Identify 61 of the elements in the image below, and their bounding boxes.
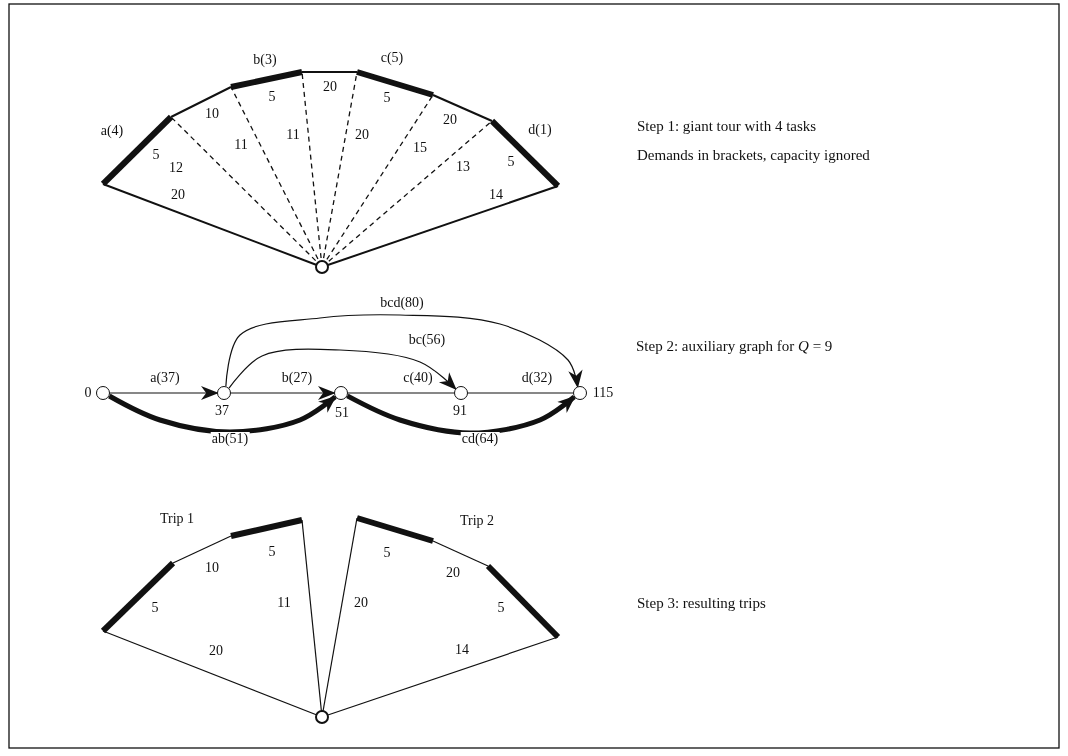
edge-label: cd(64) <box>460 432 500 446</box>
graph-node <box>573 386 587 400</box>
arrow <box>225 314 583 389</box>
trip-label: Trip 2 <box>459 514 495 528</box>
cost-label: 20 <box>323 80 337 94</box>
node-value-label: 115 <box>592 386 614 400</box>
edge-label: c(40) <box>402 371 434 385</box>
task-label: c(5) <box>380 51 404 65</box>
cost-label: 12 <box>169 161 183 175</box>
cost-label: 14 <box>455 643 469 657</box>
arrow <box>346 393 576 436</box>
cost-label: 20 <box>355 128 369 142</box>
edge-label: bcd(80) <box>379 296 425 310</box>
task-label: a(4) <box>100 124 124 138</box>
task-label: d(1) <box>528 123 552 137</box>
edge-label: d(32) <box>520 371 554 385</box>
trip-label: Trip 1 <box>159 512 195 526</box>
graph-node <box>217 386 231 400</box>
step-caption: Step 2: auxiliary graph for Q = 9 <box>636 338 833 354</box>
arrow <box>230 385 336 401</box>
cost-label: 11 <box>286 128 300 142</box>
arrow <box>109 385 219 401</box>
cost-label: 20 <box>446 566 460 580</box>
edge-label: bc(56) <box>407 333 447 347</box>
arrow <box>228 348 457 391</box>
cost-label: 5 <box>383 91 391 105</box>
node-value-label: 91 <box>453 404 467 418</box>
cost-label: 5 <box>268 545 276 559</box>
cost-label: 5 <box>268 90 276 104</box>
cost-label: 5 <box>507 155 515 169</box>
cost-label: 10 <box>205 561 219 575</box>
edge-label: b(27) <box>280 371 314 385</box>
cost-label: 11 <box>234 138 248 152</box>
arrow <box>108 393 337 435</box>
cost-label: 5 <box>383 546 391 560</box>
cost-label: 10 <box>205 107 219 121</box>
connector-line <box>347 392 455 394</box>
cost-label: 20 <box>354 596 368 610</box>
step-caption: Step 3: resulting trips <box>637 595 766 611</box>
cost-label: 5 <box>497 601 505 615</box>
node-value-label: 51 <box>335 406 349 420</box>
graph-node <box>454 386 468 400</box>
step-caption: Step 1: giant tour with 4 tasks <box>637 118 817 134</box>
graph-node <box>334 386 348 400</box>
cost-label: 5 <box>152 148 160 162</box>
cost-label: 15 <box>413 141 427 155</box>
cost-label: 5 <box>151 601 159 615</box>
task-label: b(3) <box>253 53 277 67</box>
cost-label: 20 <box>443 113 457 127</box>
cost-label: 13 <box>456 160 470 174</box>
connector-line <box>467 392 574 394</box>
node-value-label: 0 <box>84 386 92 400</box>
cost-label: 14 <box>489 188 503 202</box>
edge-label: a(37) <box>149 371 181 385</box>
edge-label: ab(51) <box>210 432 250 446</box>
step-caption: Demands in brackets, capacity ignored <box>637 147 870 163</box>
graph-node <box>96 386 110 400</box>
cost-label: 11 <box>277 596 291 610</box>
cost-label: 20 <box>171 188 185 202</box>
cost-label: 20 <box>209 644 223 658</box>
node-value-label: 37 <box>215 404 229 418</box>
